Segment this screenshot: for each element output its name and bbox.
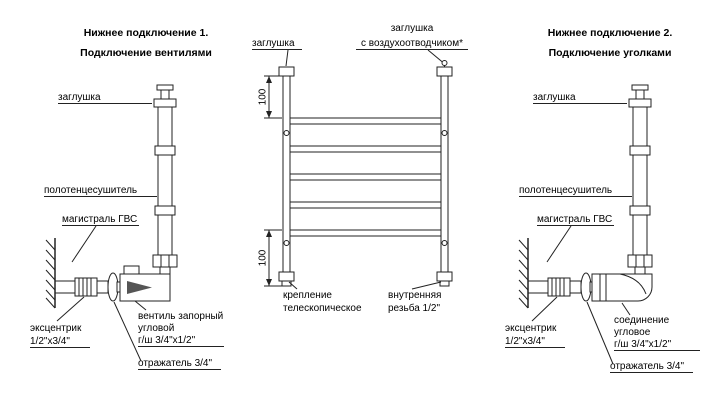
radiator-front-drawing bbox=[278, 60, 453, 287]
right-towel-rail-label: полотенцесушитель bbox=[519, 185, 612, 196]
panel-center: заглушка заглушка с воздухоотводчиком* bbox=[252, 23, 468, 314]
right-eccentric-label-line1: эксцентрик bbox=[505, 323, 557, 334]
right-reflector-label: отражатель 3/4" bbox=[610, 361, 684, 372]
left-valve-label-line2: угловой bbox=[138, 323, 174, 334]
left-eccentric-label-line1: эксцентрик bbox=[30, 323, 82, 334]
left-eccentric-fitting bbox=[74, 277, 109, 297]
left-eccentric-label-line2: 1/2"x3/4" bbox=[30, 336, 70, 347]
center-thread-label-line1: внутренняя bbox=[388, 290, 441, 301]
left-valve-label-line3: г/ш 3/4"x1/2" bbox=[138, 335, 196, 346]
left-wall-drawing bbox=[45, 238, 75, 309]
right-hws-main-label: магистраль ГВС bbox=[537, 214, 612, 225]
right-title-line2: Подключение уголками bbox=[549, 47, 672, 59]
right-eccentric-fitting bbox=[547, 277, 582, 297]
center-mount-label-line2: телескопическое bbox=[283, 303, 362, 314]
dimension-bottom-value: 100 bbox=[258, 249, 269, 266]
left-riser-pipe-drawing bbox=[152, 84, 178, 275]
left-towel-rail-label: полотенцесушитель bbox=[44, 185, 137, 196]
panel-left: Нижнее подключение 1. Подключение вентил… bbox=[30, 27, 224, 370]
left-plug-label: заглушка bbox=[58, 92, 101, 103]
right-corner-elbow-drawing bbox=[589, 273, 653, 302]
center-mount-label-line1: крепление bbox=[283, 290, 332, 301]
dimension-bottom bbox=[264, 229, 282, 287]
center-air-vent-plug-label-line1: заглушка bbox=[391, 23, 434, 34]
dimension-top-value: 100 bbox=[258, 88, 269, 105]
left-valve-label-line1: вентиль запорный bbox=[138, 311, 223, 322]
right-riser-pipe-drawing bbox=[627, 84, 653, 275]
right-plug-label: заглушка bbox=[533, 92, 576, 103]
center-air-vent-plug-label-line2: с воздухоотводчиком* bbox=[361, 38, 463, 49]
left-angle-valve-drawing bbox=[116, 265, 171, 302]
right-title-line1: Нижнее подключение 2. bbox=[548, 27, 673, 39]
right-eccentric-label-line2: 1/2"x3/4" bbox=[505, 336, 545, 347]
center-plug-label: заглушка bbox=[252, 38, 295, 49]
right-corner-label-line1: соединение bbox=[614, 315, 670, 326]
panel-right: Нижнее подключение 2. Подключение уголка… bbox=[505, 27, 700, 373]
left-title-line1: Нижнее подключение 1. bbox=[84, 27, 209, 39]
right-corner-label-line2: угловое bbox=[614, 327, 651, 338]
left-title-line2: Подключение вентилями bbox=[80, 47, 212, 59]
right-corner-label-line3: г/ш 3/4"x1/2" bbox=[614, 339, 672, 350]
right-wall-drawing bbox=[518, 238, 548, 309]
left-reflector-label: отражатель 3/4" bbox=[138, 358, 212, 369]
center-thread-label-line2: резьба 1/2" bbox=[388, 302, 440, 314]
dimension-top bbox=[264, 75, 282, 119]
left-hws-main-label: магистраль ГВС bbox=[62, 214, 137, 225]
